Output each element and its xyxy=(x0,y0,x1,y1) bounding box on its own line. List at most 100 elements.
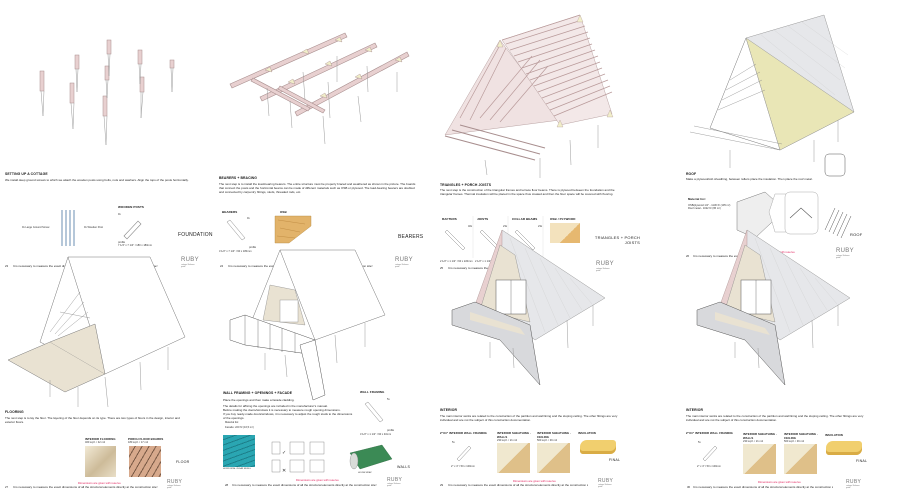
porch-boards-photo xyxy=(129,446,161,477)
triangle-frames-illustration xyxy=(444,14,614,178)
stage-label: FOUNDATION xyxy=(178,232,213,238)
dimension-warning: Dimensions are given with reserve xyxy=(513,479,556,483)
timber-icons xyxy=(444,216,544,258)
material-title: Material list: xyxy=(688,197,706,201)
brand-logo: RUBY xyxy=(596,261,614,267)
material-title-collar-beams: COLLAR BEAMS xyxy=(512,217,538,221)
svg-text:✕: ✕ xyxy=(282,468,286,474)
material-sub-sheathing-walls: 230 sq.ft. / 21 m2 xyxy=(497,439,518,442)
brand-logo: RUBY xyxy=(167,479,183,485)
body-line-2: The details for affixing the openings ar… xyxy=(223,404,328,408)
facade-caption: HORIZONTAL CEDAR SIDING xyxy=(223,468,251,470)
wall-stud-icon xyxy=(364,401,384,423)
page-interior-a: INTERIOR The main interior works are rel… xyxy=(435,402,660,491)
material-qty: 9x xyxy=(118,213,121,216)
material-sub-sheathing-ceiling: 500 sq.ft. / 46 m2 xyxy=(537,439,558,442)
page-body: The main interior works are related to t… xyxy=(686,414,864,422)
material-title-insulation: INSULATION xyxy=(578,431,596,435)
stud-icon xyxy=(702,445,718,462)
brand-logo: RUBY xyxy=(387,477,403,483)
page-wall-framing: WALL FRAMING + OPENINGS + FACADE Place t… xyxy=(215,388,440,491)
brand-logo: RUBY xyxy=(846,479,862,485)
page-number: 26 xyxy=(686,254,690,258)
page-body: The next step is the construction of the… xyxy=(440,188,615,196)
material-sub-sheathing-ceiling: 500 sq.ft. / 46 m2 xyxy=(784,440,805,443)
material-title-joists: JOISTS xyxy=(477,217,489,221)
label-wooden-post: 9x Wooden Post xyxy=(84,226,103,229)
material-title-wall-framing: 2"x4" INTERIOR WALL FRAMING xyxy=(686,431,733,435)
facade-photo xyxy=(223,435,255,467)
wall-framing-title: WALL FRAMING xyxy=(360,390,385,394)
material-title: Material list: xyxy=(225,421,239,424)
brand-logo: RUBY xyxy=(181,257,199,263)
ground-screws-icon xyxy=(61,210,75,246)
walls-house-illustration xyxy=(229,249,386,401)
brand-sub: cottage / A-frame guide xyxy=(598,484,612,489)
material-title-sheathing-ceiling: INTERIOR SHEATHING -CEILING xyxy=(537,431,572,439)
house-wrap-roll xyxy=(349,444,393,470)
page-title: BEARERS + BRACING xyxy=(219,176,257,180)
interior-house-illustration-b xyxy=(696,229,851,386)
osb-swatch xyxy=(274,215,312,244)
page-title: INTERIOR xyxy=(440,408,457,412)
membrane-caption: HOUSE WRAP xyxy=(358,472,372,474)
material-title-insulation: INSULATION xyxy=(825,433,843,437)
material-profile: profile xyxy=(249,246,257,249)
page-number: 25 xyxy=(440,266,444,270)
brand-sub: cottage / A-frame guide xyxy=(167,485,181,490)
wall-framing-profile: profile xyxy=(387,429,395,432)
material-title-osb-plywood: OSB / PLYWOOD xyxy=(550,217,576,221)
measure-note: It is necessary to measure the exact dim… xyxy=(693,485,833,489)
body-line-4: If you buy ready-made doors/windows, it … xyxy=(223,412,353,420)
material-title-osb: OSB xyxy=(280,210,287,214)
page-title: INTERIOR xyxy=(686,408,703,412)
brand-logo: RUBY xyxy=(836,248,854,254)
insulation-photo xyxy=(826,441,862,455)
brand-sub: cottage / A-frame guide xyxy=(395,264,409,269)
material-qty: 5x xyxy=(452,441,455,444)
page-title: FLOORING xyxy=(5,410,24,414)
window-install-diagram: ✓✕ xyxy=(271,441,325,474)
material-title-wall-framing: 2"x4" INTERIOR WALL FRAMING xyxy=(440,431,487,435)
material-title-sheathing-ceiling: INTERIOR SHEATHING -CEILING xyxy=(784,432,819,440)
page-number: 28 xyxy=(225,483,229,487)
stud-icon xyxy=(456,445,472,462)
page-body: We install deep ground screws to which w… xyxy=(5,178,189,182)
material-line-1: OSB/plywood 1/2" - 1130 ft² (105 m²) xyxy=(688,204,731,207)
wooden-post-icon xyxy=(123,220,142,240)
stage-label: WALLS xyxy=(397,465,411,469)
ground-posts-illustration xyxy=(39,39,175,146)
qty-rafters: 46x xyxy=(468,225,473,228)
insulation-photo xyxy=(580,440,616,454)
page-number: 23 xyxy=(5,264,9,268)
stage-label: FINAL xyxy=(856,459,868,463)
interior-flooring-photo xyxy=(85,446,116,477)
material-title-sheathing-walls: INTERIOR SHEATHING -WALLS xyxy=(497,431,532,439)
interior-house-illustration-a xyxy=(451,229,606,386)
measure-note: It is necessary to measure the exact dim… xyxy=(448,266,493,270)
material-dims: 2" x 4" / 50 x 100mm xyxy=(451,465,475,468)
material-title: WOODEN POSTS xyxy=(118,205,145,209)
material-sub-porch-boards: 180 sq.ft. / 17 m2 xyxy=(128,441,149,444)
wall-framing-qty: 5x xyxy=(387,398,390,401)
brand-sub: cottage / A-frame guide xyxy=(387,483,401,488)
material-title-bearers: BEARERS xyxy=(222,210,238,214)
body-line-3: Before making the doors/windows it is ne… xyxy=(223,408,341,412)
svg-text:✓: ✓ xyxy=(282,450,286,456)
stage-label: FINAL xyxy=(609,458,621,462)
material-dims: 7 1/4" x 7 1/4" / 180 x 180mm xyxy=(118,244,152,247)
material-dims: 3 1/2" x 7 1/4" / 90 x 180mm xyxy=(219,250,252,253)
material-dims: 2" x 4" / 50 x 100mm xyxy=(697,465,721,468)
material-line-2: Roof metal - 1022 ft² (95 m²) xyxy=(688,207,721,210)
wall-framing-dims: 3 1/2" x 1 1/2" / 90 x 40mm xyxy=(360,433,392,436)
dimension-warning: Dimensions are given with reserve xyxy=(758,480,801,484)
body-line-1: Place the openings and then make a facad… xyxy=(223,398,295,402)
brand-logo: RUBY xyxy=(395,257,413,263)
page-body: The next step is to install the load-bea… xyxy=(219,182,416,194)
plywood-swatch xyxy=(550,223,580,243)
qty-collar-beams: 23x xyxy=(538,225,543,228)
stage-label: FLOOR xyxy=(176,460,190,464)
page-title: ROOF xyxy=(686,172,697,176)
stage-label: BEARERS xyxy=(398,234,424,240)
dims-rafters: 2 1/2" x 1 1/2" / 60 x 220mm xyxy=(440,260,473,263)
